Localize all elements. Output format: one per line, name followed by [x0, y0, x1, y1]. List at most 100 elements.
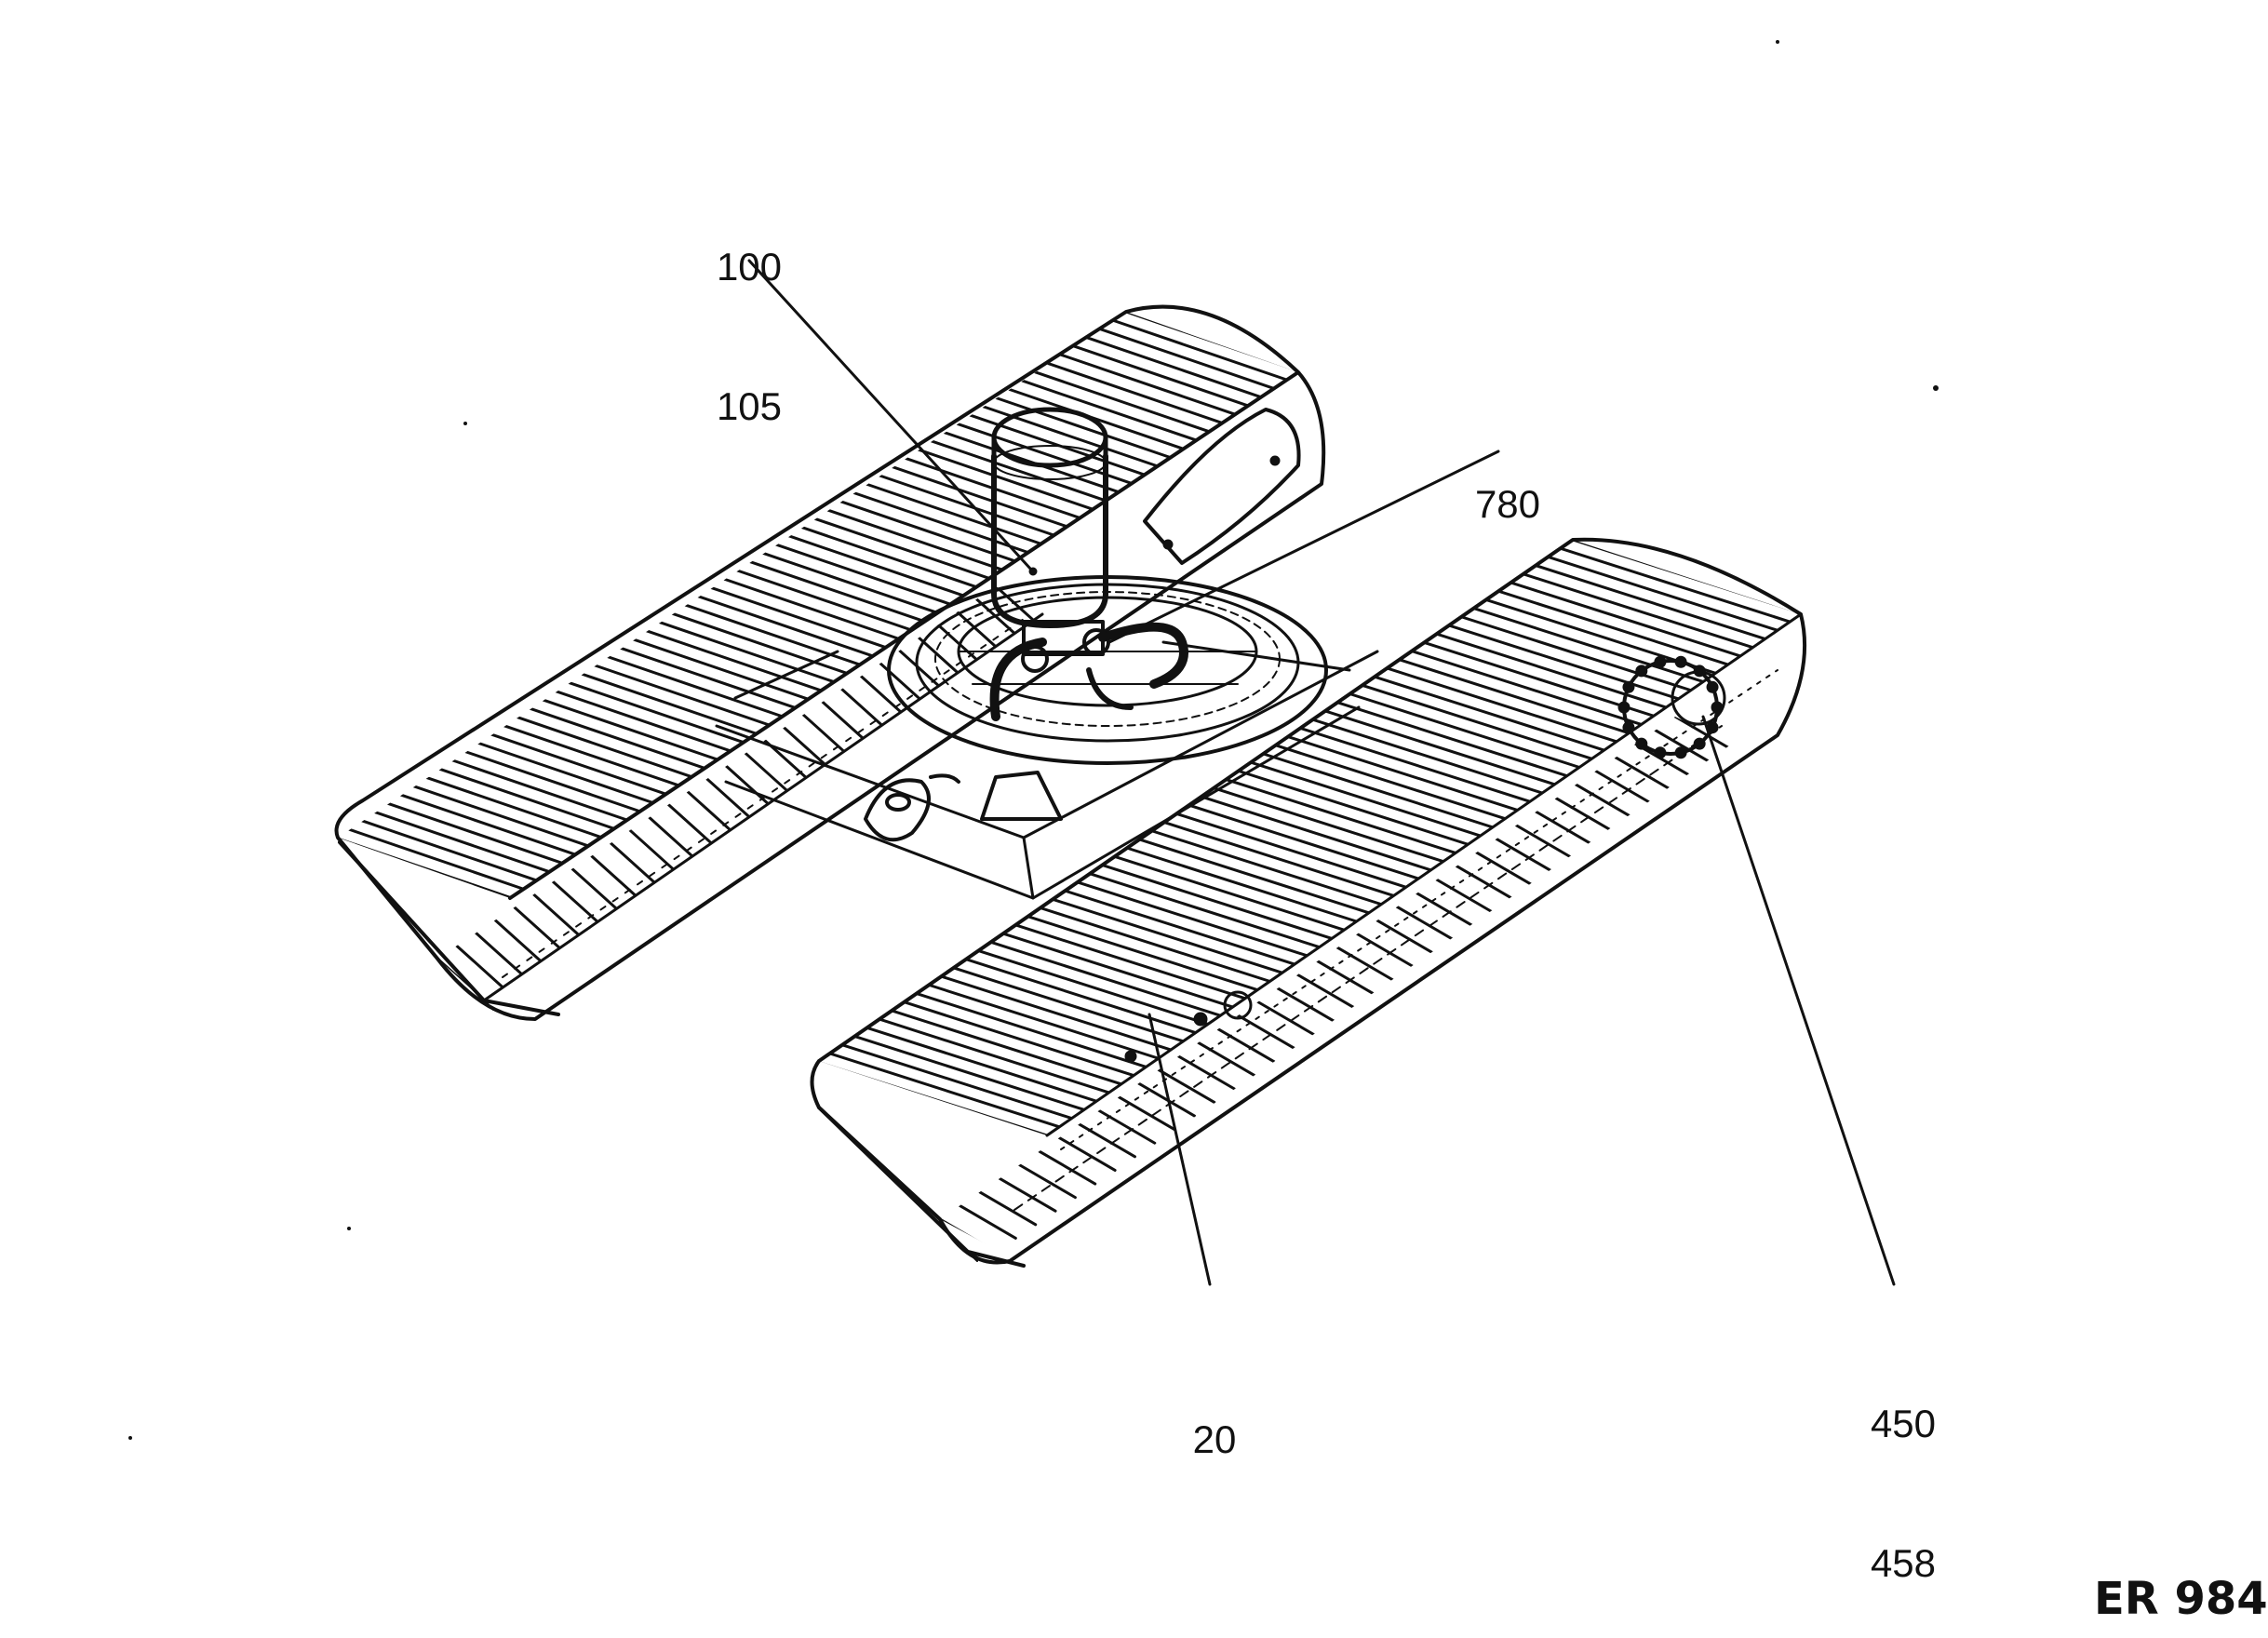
track-shoe-rib	[1335, 946, 1395, 982]
track-shoe-rib	[657, 620, 838, 684]
callout-line: 105	[716, 384, 783, 428]
track-shoe-rib	[1496, 589, 1733, 667]
track-shoe-rib	[1376, 919, 1435, 955]
sprocket-tooth	[1617, 701, 1631, 714]
track-shoe-rib	[875, 1016, 1111, 1094]
track-shoe-rib	[986, 939, 1223, 1017]
track-shoe-rib	[670, 611, 851, 676]
track-shoe-rib	[859, 675, 909, 720]
track-shoe-rib	[1348, 691, 1584, 770]
track-shoe-rib	[1397, 658, 1633, 736]
track-shoe-rib	[1272, 743, 1509, 821]
track-shoe-rib	[593, 664, 773, 728]
track-shoe-rib	[1036, 906, 1272, 984]
track-shoe-rib	[570, 866, 621, 912]
track-shoe-rib	[541, 698, 721, 762]
track-shoe-rib	[912, 991, 1148, 1069]
track-shoe-rib	[801, 713, 852, 759]
track-shoe-rib	[748, 560, 929, 624]
left-crawler-track	[334, 304, 1326, 1021]
track-shoe-rib	[489, 732, 669, 797]
sprocket-tooth	[1693, 737, 1706, 750]
track-shoe-rib	[619, 646, 799, 710]
track-shoe-rib	[1276, 987, 1335, 1023]
track-shoe-rib	[644, 629, 825, 693]
track-shoe-rib	[1514, 824, 1574, 860]
track-shoe-rib	[862, 1025, 1098, 1103]
sprocket-tooth	[1654, 655, 1667, 668]
track-shoe-rib	[631, 638, 812, 702]
track-shoe-rib	[1446, 624, 1683, 702]
track-shoe-rib	[1097, 1108, 1157, 1145]
track-shoe-rib	[724, 764, 774, 810]
track-shoe-rib	[1211, 785, 1447, 864]
track-shoe-rib	[774, 543, 955, 607]
track-shoe-rib	[705, 777, 756, 823]
track-shoe-rib	[580, 672, 760, 736]
track-shoe-rib	[1316, 960, 1376, 996]
track-shoe-rib	[686, 790, 736, 836]
track-shoe-rib	[346, 827, 527, 892]
callout-line: 458	[1870, 1541, 1937, 1585]
track-shoe-rib	[1673, 717, 1731, 751]
sprocket-tooth	[1706, 680, 1719, 693]
track-shoe-rib	[998, 1176, 1057, 1213]
track-shoe-rib	[958, 1203, 1017, 1240]
track-shoe-rib	[1197, 1041, 1256, 1077]
track-shoe-rib	[787, 534, 968, 598]
track-shoe-rib	[1176, 1054, 1236, 1091]
track-shoe-rib	[821, 700, 871, 745]
track-shoe-rib	[1574, 783, 1633, 819]
track-shoe-rib	[424, 775, 605, 839]
center-frame	[715, 640, 1379, 900]
track-shoe-rib	[411, 784, 592, 848]
track-shoe-rib	[398, 793, 579, 857]
sprocket-tooth	[1674, 746, 1687, 759]
sprocket-tooth	[1674, 655, 1687, 668]
callout-line: 780	[1474, 482, 1541, 526]
track-shoe-rib	[1085, 336, 1266, 400]
track-shoe-rib	[606, 654, 786, 718]
track-shoe-rib	[1409, 649, 1645, 727]
track-shoe-rib	[609, 841, 659, 887]
sprocket-tooth	[1622, 721, 1635, 734]
callout-20: 20	[1177, 1323, 1252, 1510]
tow-eye-icon	[864, 773, 960, 842]
track-shoe-rib	[1554, 797, 1614, 833]
track-shoe-rib	[1435, 878, 1495, 914]
track-shoe-rib	[1098, 863, 1335, 941]
track-shoe-rib	[1086, 871, 1322, 949]
track-shoe-rib	[878, 474, 1058, 538]
track-shoe-rib	[1534, 564, 1770, 642]
track-shoe-rib	[463, 749, 643, 813]
track-shoe-rib	[1335, 700, 1571, 778]
track-shoe-rib	[1309, 718, 1546, 796]
track-shoe-rib	[735, 569, 916, 633]
track-shoe-rib	[744, 751, 794, 797]
track-shoe-rib	[1395, 905, 1455, 941]
track-shoe-rib	[1186, 803, 1422, 881]
track-shoe-rib	[502, 724, 682, 788]
track-shoe-rib	[628, 828, 678, 874]
track-shoe-rib	[1124, 312, 1298, 374]
track-shoe-rib	[826, 508, 1007, 572]
track-shoe-rib	[696, 595, 877, 659]
callout-450-458: 450 458	[1857, 1308, 1950, 1633]
track-shoe-rib	[1161, 820, 1397, 898]
track-shoe-rib	[709, 585, 890, 650]
track-shoe-rib	[1495, 837, 1554, 873]
track-shoe-rib	[1111, 854, 1348, 933]
track-shoe-rib	[554, 690, 734, 754]
track-shoe-rib	[839, 500, 1019, 564]
sprocket-tooth	[1622, 680, 1635, 693]
track-shoe-rib	[1415, 892, 1474, 928]
track-shoe-rib	[850, 1033, 1086, 1111]
track-shoe-rib	[1459, 615, 1696, 693]
track-shoe-rib	[450, 759, 630, 823]
track-shoe-rib	[1173, 812, 1409, 890]
track-shoe-rib	[1157, 1067, 1216, 1104]
track-shoe-rib	[825, 1051, 1061, 1129]
track-shoe-rib	[385, 801, 566, 866]
frame-lug	[980, 771, 1063, 821]
